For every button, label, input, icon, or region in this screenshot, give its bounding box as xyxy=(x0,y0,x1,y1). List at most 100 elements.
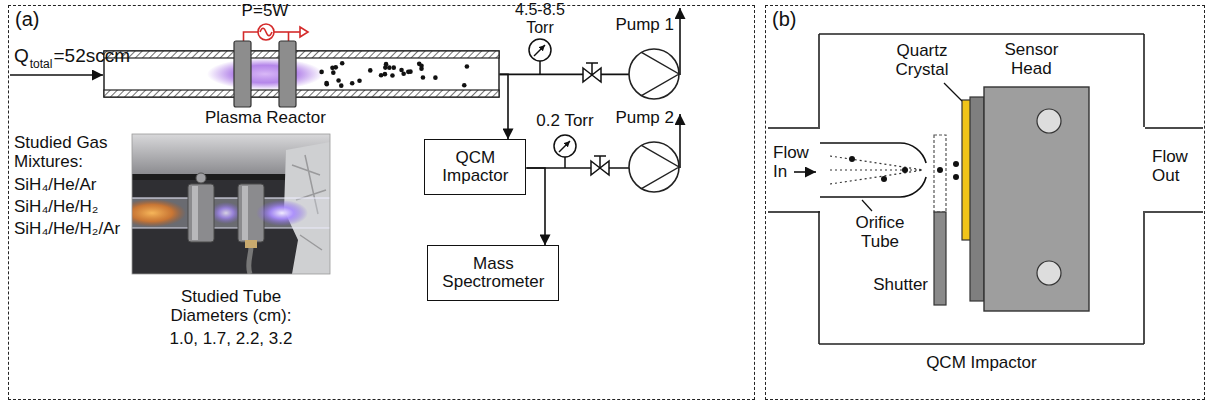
label-slot: SiH₄/He/Ar xyxy=(14,176,97,195)
panel-frame: (b) QCM Impactor Sensor Head xyxy=(765,5,1205,400)
label-slot: 4.5-8.5 Torr xyxy=(509,1,571,36)
label-slot: =52sccm xyxy=(53,46,130,67)
plasma-reactor: Plasma Reactor xyxy=(99,37,504,133)
rf-source-part xyxy=(300,27,308,37)
particle-paths xyxy=(830,156,924,184)
text-slot: Pump 1 xyxy=(615,16,674,35)
label-slot: Studied Gas Mixtures: xyxy=(14,134,122,171)
particle-paths-part xyxy=(830,156,924,170)
tube-diameter-values: 1.0, 1.7, 2.2, 3.2 xyxy=(170,330,293,349)
part-label: Quartz Crystal xyxy=(891,42,953,79)
particle xyxy=(849,156,959,182)
photo-inset-part xyxy=(192,186,198,240)
pressure-gauge-part xyxy=(554,135,576,157)
photo-inset-part xyxy=(210,202,242,224)
nanoparticle xyxy=(320,70,325,75)
particle-paths-part xyxy=(830,169,924,170)
rf-source-part xyxy=(244,32,259,42)
text-slot: Pump 2 xyxy=(615,109,674,128)
pressure-gauge xyxy=(529,39,551,75)
nanoparticle xyxy=(379,73,384,78)
vacuum-pump-text: Pump 2 xyxy=(615,109,674,128)
photo-frame xyxy=(132,134,330,274)
pressure-gauge xyxy=(554,135,576,168)
tube-wall xyxy=(104,90,499,97)
rf-power-label: P=5W xyxy=(242,2,289,21)
reactor-tube xyxy=(104,51,499,97)
flow-rate-symbol: Q xyxy=(14,46,29,67)
particle-part xyxy=(902,167,908,173)
text-slot: QCM Impactor xyxy=(926,354,1037,373)
nanoparticle xyxy=(387,66,392,71)
rf-source-part xyxy=(274,31,300,33)
tube-list-heading: Studied Tube Diameters (cm): xyxy=(161,288,301,325)
photo-inset-part xyxy=(132,199,186,227)
flow-connector xyxy=(499,74,629,76)
pressure-gauge-part xyxy=(534,45,545,56)
exhaust-arrow xyxy=(679,114,681,168)
vacuum-pump: Pump 2 xyxy=(611,109,691,195)
nanoparticle xyxy=(391,74,396,79)
vacuum-pump-text: Pump 1 xyxy=(615,16,674,35)
nanoparticle xyxy=(400,68,405,73)
flow-pipe-part xyxy=(768,128,820,212)
quartz-crystal xyxy=(962,100,971,240)
pressure-gauge-part xyxy=(564,157,566,168)
part-label: Shutter xyxy=(873,276,928,295)
nanoparticle xyxy=(462,83,467,88)
flow-label: Flow Out xyxy=(1152,148,1198,185)
nanoparticle xyxy=(334,65,339,70)
rf-source xyxy=(244,24,309,42)
housing-wall xyxy=(819,34,1144,344)
plasma-glow xyxy=(207,58,323,90)
gas-list-heading: Studied Gas Mixtures: xyxy=(14,134,122,171)
valve-symbol xyxy=(583,63,601,82)
nanoparticle xyxy=(325,82,330,87)
leader-line xyxy=(862,83,962,211)
part-label: Orifice Tube xyxy=(850,214,910,251)
nanoparticle xyxy=(409,70,414,75)
label-slot: Studied Tube Diameters (cm): xyxy=(161,288,301,325)
pump-body xyxy=(629,49,679,99)
gas-mixture-item: SiH₄/He/H₂/Ar xyxy=(14,220,120,239)
orifice-tube-part xyxy=(820,177,926,197)
pump-body xyxy=(629,142,679,192)
flow-in-arrow xyxy=(794,171,816,173)
exhaust-arrow xyxy=(679,8,681,75)
particle-part xyxy=(849,156,855,162)
flow-connector xyxy=(499,74,508,139)
sensor-head: Sensor Head xyxy=(959,41,1094,316)
rf-source-part xyxy=(260,28,272,36)
nanoparticle xyxy=(331,71,336,76)
vacuum-pump: Pump 1 xyxy=(611,16,691,102)
pressure-label: 4.5-8.5 Torr xyxy=(509,1,571,36)
photo-inset-part xyxy=(188,184,214,242)
panel-frame-text: (b) xyxy=(772,8,796,30)
photo-inset-part xyxy=(132,197,330,199)
text-slot: (b) xyxy=(772,8,796,30)
photo-inset-part xyxy=(132,227,330,229)
pressure-gauge-part xyxy=(529,39,551,61)
nanoparticle xyxy=(465,65,470,70)
photo-inset-part xyxy=(242,186,248,240)
label-slot: SiH₄/He/H₂ xyxy=(14,198,98,217)
shutter-open-outline xyxy=(934,135,946,212)
nanoparticle xyxy=(421,76,426,81)
flow-label: Flow In xyxy=(773,144,815,181)
sensor-port xyxy=(1037,261,1061,285)
rf-source-part xyxy=(258,24,274,40)
sensor-plate xyxy=(970,97,984,301)
valve-symbol-part xyxy=(586,63,598,75)
valve-symbol xyxy=(591,156,609,175)
nanoparticle xyxy=(420,67,425,72)
pump-symbol xyxy=(642,53,680,96)
leader-line-part xyxy=(862,200,872,211)
pump-symbol xyxy=(642,146,680,189)
orifice-tube-part xyxy=(820,143,926,163)
particle-part xyxy=(937,167,943,173)
impactor-housing: QCM Impactor Sensor Head xyxy=(819,34,1144,379)
text-slot: Sensor Head xyxy=(996,41,1066,78)
photo-inset xyxy=(132,134,330,274)
photo-inset-part xyxy=(256,200,308,226)
